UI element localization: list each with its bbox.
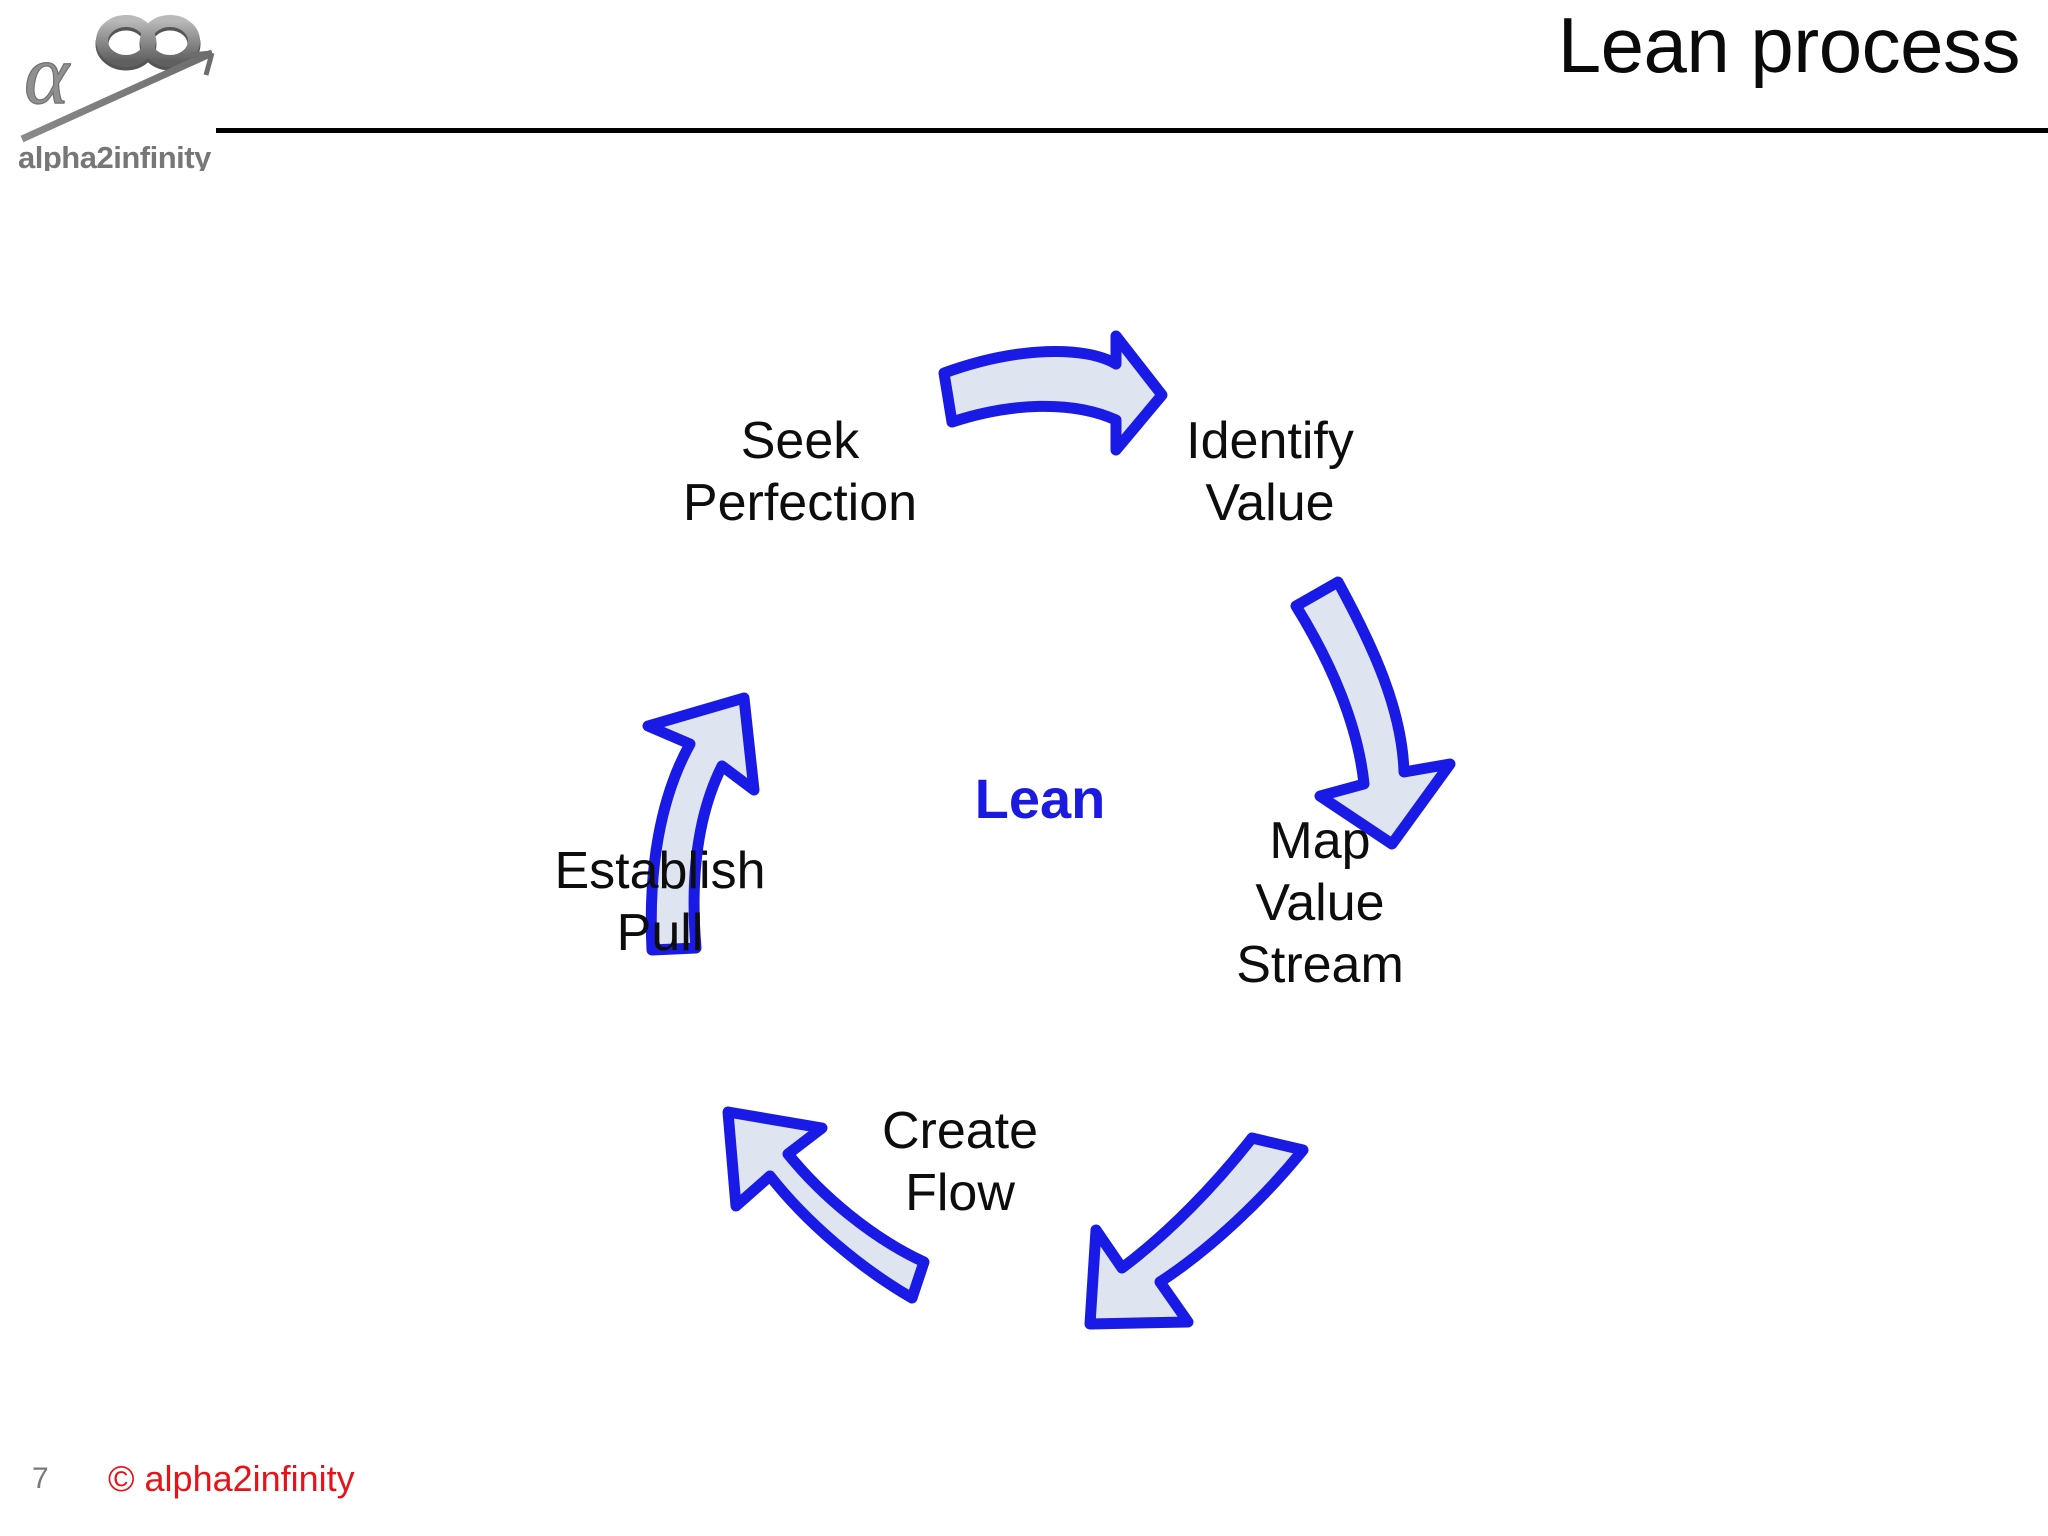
cycle-step-label-establish-pull: Establish Pull <box>554 842 766 962</box>
rising-arrow-icon <box>20 49 215 143</box>
arrow-seek-to-identify <box>938 330 1168 456</box>
cycle-step-label-map-value-stream: Map Value Stream <box>1236 812 1404 994</box>
arrow-map-to-create <box>1084 1132 1309 1330</box>
infinity-icon <box>95 15 201 71</box>
page-title: Lean process <box>1557 1 2021 89</box>
arrow-create-to-pull <box>722 1106 930 1304</box>
cycle-step-label-seek-perfection: Seek Perfection <box>682 412 918 532</box>
lean-process-cycle-diagram: Seek Perfection Identify Value Map Value… <box>0 150 2048 1440</box>
cycle-step-label-identify-value: Identify Value <box>1186 412 1354 532</box>
arrow-pull-to-seek <box>642 692 760 956</box>
alpha-icon: α <box>23 25 71 122</box>
slide-number: 7 <box>32 1462 49 1495</box>
logo-wordmark: alpha2infinity <box>18 140 212 171</box>
svg-text:α: α <box>24 26 71 122</box>
header-divider <box>216 128 2048 133</box>
arrow-identify-to-map <box>1290 576 1456 850</box>
cycle-center-label-lean: Lean <box>974 767 1106 830</box>
slide-header: α alpha2infinity Lean process <box>0 0 2048 171</box>
alpha2infinity-logo: α alpha2infinity <box>14 6 244 171</box>
copyright-notice: © alpha2infinity <box>108 1458 355 1499</box>
cycle-arrows-group <box>642 330 1456 1330</box>
slide-footer: 7 © alpha2infinity <box>0 1440 2048 1536</box>
cycle-step-label-create-flow: Create Flow <box>881 1102 1039 1222</box>
